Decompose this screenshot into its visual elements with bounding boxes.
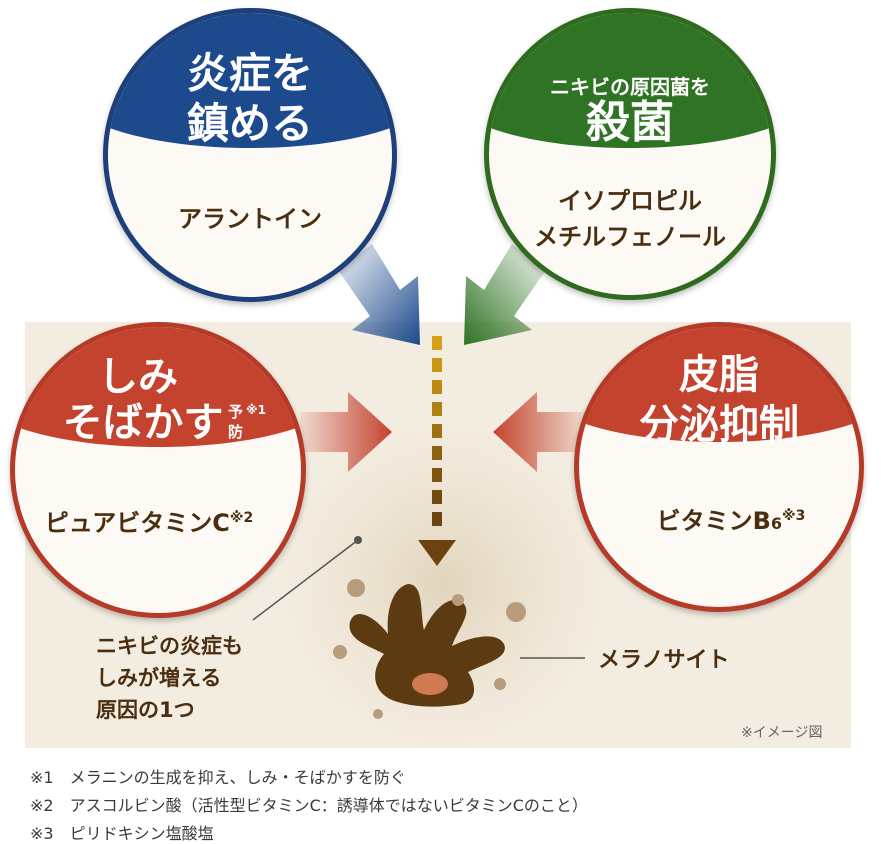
red-arrow-left xyxy=(493,392,585,472)
anti-inflammation-title-line2: 鎮める xyxy=(186,99,313,148)
anti-inflammation-header xyxy=(108,13,392,148)
antibacterial-ingredient-line2: メチルフェノール xyxy=(534,223,726,251)
sebum-control-header xyxy=(579,327,859,442)
anti-inflammation-circle: 炎症を 鎮める アラントイン xyxy=(103,8,397,302)
cause-label-line1: ニキビの炎症も xyxy=(96,634,243,658)
cause-label-line3: 原因の1つ xyxy=(96,698,195,722)
antibacterial-title-small: ニキビの原因菌を xyxy=(550,75,710,99)
dashed-arrow xyxy=(418,336,456,566)
melanocyte-cell xyxy=(333,579,526,719)
footnote-2: ※2 アスコルビン酸（活性型ビタミンC：誘導体ではないビタミンCのこと） xyxy=(30,796,588,815)
melanocyte-label: メラノサイト xyxy=(598,648,730,673)
footnote-1: ※1 メラニンの生成を抑え、しみ・そばかすを防ぐ xyxy=(30,768,406,787)
spot-prevention-ingredient-note: ※2 xyxy=(229,510,254,526)
antibacterial-title: 殺菌 xyxy=(586,97,674,148)
footnote-3: ※3 ピリドキシン塩酸塩 xyxy=(30,824,214,843)
red-arrow-right xyxy=(300,392,392,472)
spot-prevention-header xyxy=(15,327,301,447)
spot-prevention-circle: しみ そばかす 予 防 ※1 ピュアビタミンC※2 xyxy=(10,322,306,618)
spot-prevention-ingredient: ピュアビタミンC※2 xyxy=(44,509,254,537)
sebum-control-title-line2: 分泌抑制 xyxy=(639,402,799,448)
spot-prevention-title-line1: しみ xyxy=(98,354,178,400)
sebum-control-ingredient-note: ※3 xyxy=(782,508,806,524)
sebum-control-title-line1: 皮脂 xyxy=(679,352,759,398)
sebum-control-ingredient: ビタミンB6※3 xyxy=(656,507,806,535)
spot-prevention-suffix-top: 予 xyxy=(228,403,244,421)
blue-arrow xyxy=(338,244,420,345)
green-arrow xyxy=(464,244,546,345)
spot-prevention-title-line2: そばかす xyxy=(62,400,224,446)
anti-inflammation-ingredient: アラントイン xyxy=(178,205,322,233)
antibacterial-header xyxy=(489,13,771,148)
antibacterial-ingredient-line1: イソプロピル xyxy=(558,187,702,215)
spot-prevention-note: ※1 xyxy=(246,403,267,417)
cause-label-line2: しみが増える xyxy=(96,666,222,690)
sebum-control-ingredient-sub: 6 xyxy=(770,514,783,533)
image-note: ※イメージ図 xyxy=(741,725,823,741)
cause-label: ニキビの炎症も しみが増える 原因の1つ xyxy=(96,630,243,726)
cause-pointer xyxy=(252,536,362,621)
spot-prevention-suffix-bottom: 防 xyxy=(228,423,244,441)
antibacterial-circle: ニキビの原因菌を 殺菌 イソプロピル メチルフェノール xyxy=(484,8,776,300)
sebum-control-circle: 皮脂 分泌抑制 ビタミンB6※3 xyxy=(574,322,864,612)
anti-inflammation-title-line1: 炎症を xyxy=(186,49,313,98)
